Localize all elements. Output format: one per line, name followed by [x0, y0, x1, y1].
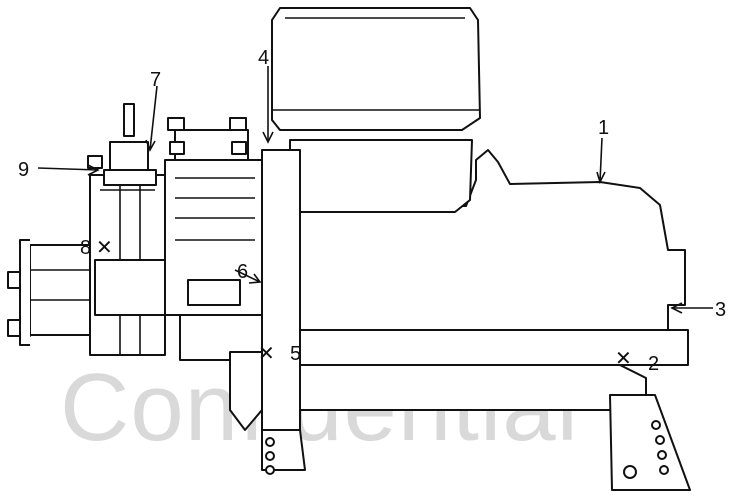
callout-4: 4	[258, 47, 269, 69]
right-foot	[609, 394, 691, 491]
callout-6: 6	[237, 261, 248, 283]
left-end-cover	[7, 174, 166, 356]
top-fitting	[87, 103, 157, 186]
left-foot	[261, 429, 306, 475]
x-marker-8: ✕	[96, 237, 113, 259]
leader-arrows	[37, 66, 713, 314]
callout-3: 3	[715, 299, 726, 321]
compressor-section	[164, 117, 263, 316]
arrow-6	[234, 269, 261, 283]
arrow-7	[149, 85, 158, 151]
terminal-box	[271, 7, 481, 213]
x-marker-2: ✕	[615, 348, 632, 370]
callout-9: 9	[18, 159, 29, 181]
callout-7: 7	[150, 69, 161, 91]
callout-1: 1	[598, 117, 609, 139]
arrow-1	[599, 137, 603, 183]
callout-2: 2	[648, 353, 659, 375]
callout-8: 8	[80, 237, 91, 259]
arrow-9	[37, 167, 99, 171]
callout-5: 5	[290, 343, 301, 365]
motor-housing	[295, 149, 686, 331]
x-marker-5: ✕	[258, 343, 275, 365]
